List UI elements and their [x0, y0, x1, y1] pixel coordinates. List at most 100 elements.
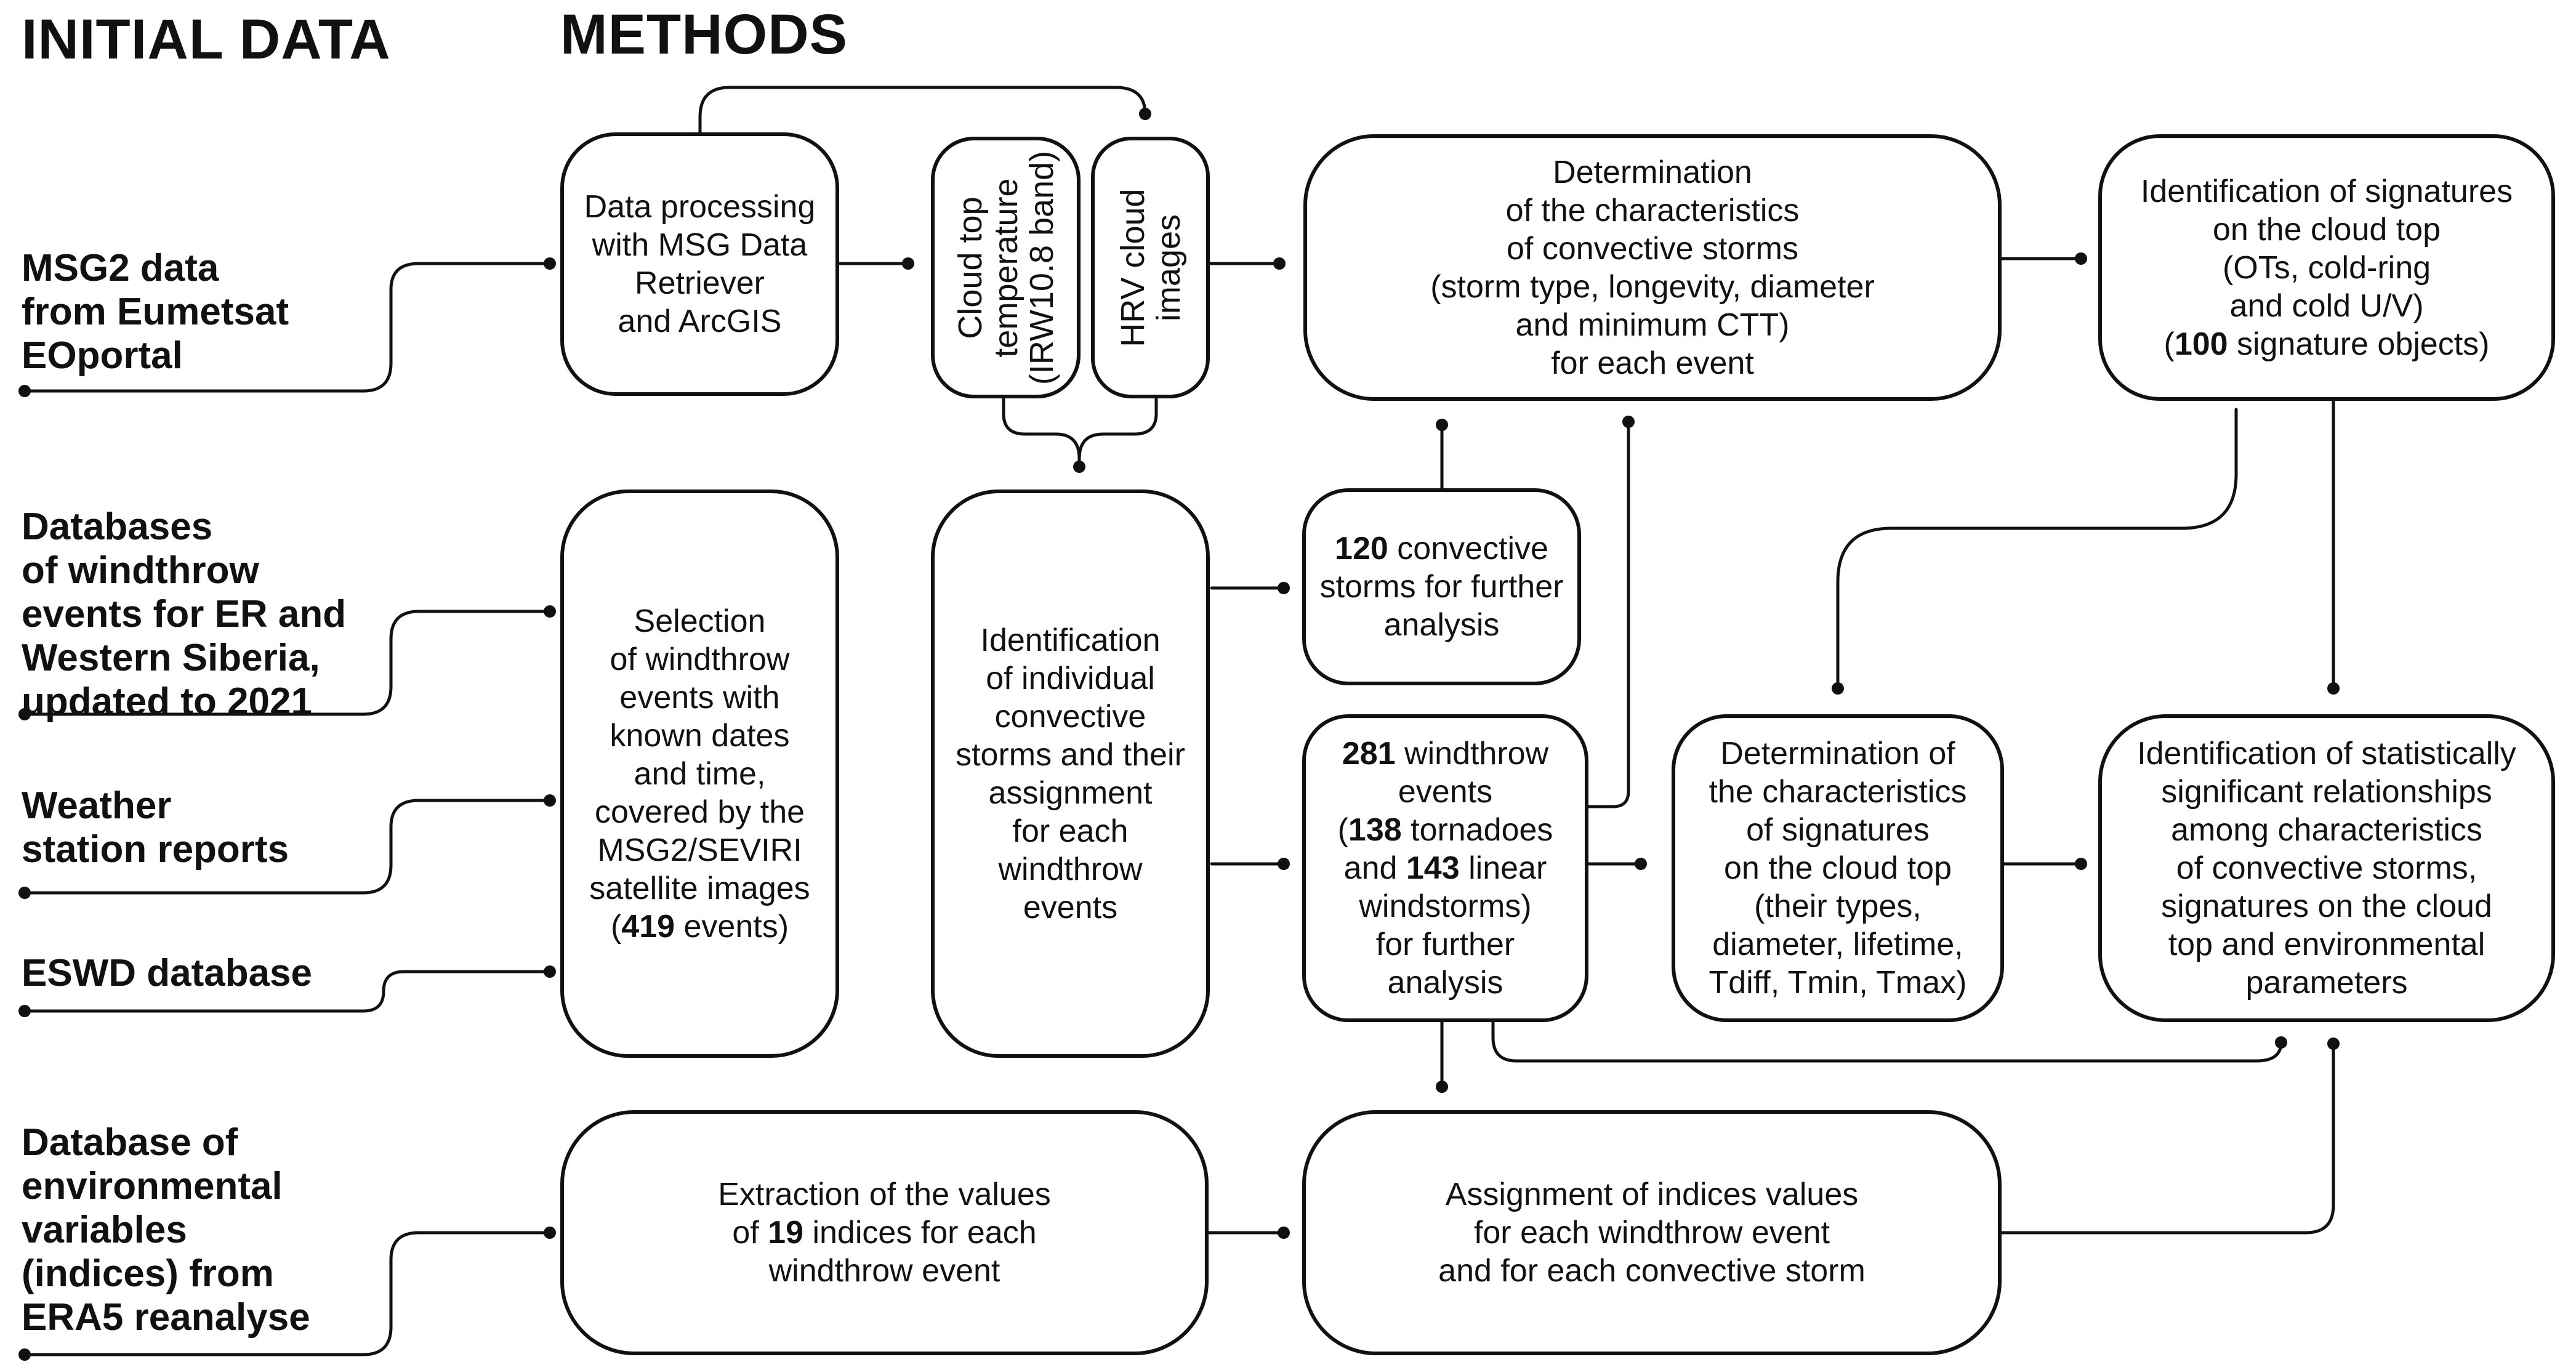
box-line: and 143 linear — [1338, 849, 1553, 887]
selection-event-count: 419 — [621, 908, 675, 945]
box-line: Data processing — [584, 189, 816, 225]
storm-count: 120 — [1335, 531, 1388, 566]
box-line: Determination of — [1720, 736, 1955, 772]
indices-prefix: of — [732, 1215, 768, 1251]
source-weather-line: station reports — [22, 828, 289, 871]
box-line: assignment — [988, 775, 1153, 811]
box-line: known dates — [610, 717, 790, 754]
box-line: HRV cloud — [1114, 188, 1151, 347]
box-line: covered by the — [594, 794, 805, 830]
signature-count-label: signature objects) — [2228, 326, 2490, 362]
box-line: windthrow — [998, 851, 1143, 887]
box-line: on the cloud top — [2212, 211, 2441, 248]
box-line: for each — [1012, 813, 1129, 849]
box-line: and minimum CTT) — [1515, 307, 1790, 343]
box-line: 120 convective — [1320, 530, 1564, 568]
source-databases-line: of windthrow — [22, 549, 259, 592]
source-weather-line: Weather — [22, 784, 172, 827]
box-line: and for each convective storm — [1438, 1253, 1866, 1289]
box-line: for each windthrow event — [1473, 1215, 1830, 1251]
box-line: for further — [1375, 927, 1515, 962]
box-line: Retriever — [635, 265, 765, 301]
box-line: 281 windthrow — [1338, 735, 1553, 773]
box-line: significant relationships — [2161, 774, 2492, 810]
data-processing-box: Data processing with MSG Data Retriever … — [560, 132, 839, 396]
box-line: (419 events) — [610, 908, 789, 945]
windthrow-281-box: 281 windthrow events (138 tornadoes and … — [1302, 714, 1588, 1022]
indices-count: 19 — [768, 1215, 803, 1251]
box-line: (IRW10.8 band) — [1023, 150, 1060, 385]
source-era5-line: (indices) from — [22, 1252, 274, 1295]
box-line: analysis — [1383, 607, 1500, 643]
box-line: of 19 indices for each — [718, 1214, 1051, 1252]
box-line: and cold U/V) — [2229, 288, 2424, 324]
box-line: for each event — [1551, 345, 1754, 381]
source-msg2-line: EOportal — [22, 334, 183, 377]
box-line: of the characteristics — [1505, 192, 1800, 228]
methods-header: METHODS — [560, 3, 848, 66]
box-line: images — [1149, 214, 1187, 321]
box-line: temperature — [987, 177, 1024, 358]
box-line: analysis — [1387, 965, 1503, 1001]
box-line: (OTs, cold-ring — [2222, 249, 2431, 286]
tornado-count-label: tornadoes — [1401, 812, 1553, 848]
box-line: Determination — [1553, 154, 1752, 190]
box-line: top and environmental — [2168, 927, 2485, 962]
box-line: (100 signature objects) — [2163, 326, 2490, 362]
box-line: windstorms) — [1359, 888, 1532, 924]
source-era5: Database of environmental variables (ind… — [22, 1121, 310, 1339]
source-era5-line: Database of — [22, 1121, 238, 1164]
source-databases-line: Databases — [22, 506, 213, 548]
source-databases-line: updated to 2021 — [22, 680, 312, 723]
box-line: windthrow event — [768, 1253, 1000, 1289]
initial-data-header: INITIAL DATA — [22, 8, 391, 71]
storm-count-label: convective — [1388, 531, 1548, 566]
box-line: (their types, — [1754, 888, 1922, 924]
box-line: events with — [619, 679, 780, 715]
source-eswd-line: ESWD database — [22, 952, 313, 994]
hrv-cloud-images-box: HRV cloud images — [1091, 137, 1210, 398]
source-databases: Databases of windthrow events for ER and… — [22, 505, 346, 723]
selection-count-label: events) — [675, 908, 789, 945]
identification-storms-box: Identification of individual convective … — [931, 490, 1210, 1058]
source-databases-line: Western Siberia, — [22, 637, 320, 679]
box-line: of individual — [986, 660, 1155, 696]
windstorm-count: 143 — [1406, 850, 1460, 886]
box-line: the characteristics — [1709, 774, 1967, 810]
source-era5-line: environmental — [22, 1165, 283, 1207]
windstorm-count-label: linear — [1459, 850, 1547, 886]
box-line: of convective storms — [1507, 230, 1798, 267]
identification-relationships-box: Identification of statistically signific… — [2098, 714, 2555, 1022]
box-line: of convective storms, — [2176, 850, 2477, 886]
determination-storms-box: Determination of the characteristics of … — [1303, 134, 2002, 401]
box-line: Selection — [634, 603, 766, 639]
box-line: Tdiff, Tmin, Tmax) — [1709, 965, 1967, 1001]
box-line: events — [1023, 889, 1118, 925]
indices-count-label: indices for each — [803, 1215, 1037, 1251]
box-line: (storm type, longevity, diameter — [1430, 268, 1875, 305]
source-databases-line: events for ER and — [22, 593, 347, 635]
source-era5-line: variables — [22, 1209, 187, 1251]
box-line: Assignment of indices values — [1445, 1177, 1859, 1212]
windstorm-prefix: and — [1343, 850, 1406, 886]
identification-signatures-box: Identification of signatures on the clou… — [2098, 134, 2555, 401]
box-line: (138 tornadoes — [1337, 812, 1553, 848]
source-msg2-line: MSG2 data — [22, 247, 219, 289]
box-line: Identification of statistically — [2137, 736, 2516, 772]
source-era5-line: ERA5 reanalyse — [22, 1296, 310, 1339]
box-line: Cloud top — [951, 196, 989, 339]
box-line: of signatures — [1746, 812, 1930, 848]
box-line: on the cloud top — [1723, 850, 1952, 886]
box-line: diameter, lifetime, — [1712, 927, 1963, 962]
windthrow-count-label: windthrow — [1395, 736, 1549, 772]
box-line: MSG2/SEVIRI — [597, 832, 802, 868]
box-line: of windthrow — [610, 641, 790, 677]
source-msg2: MSG2 data from Eumetsat EOportal — [22, 246, 289, 377]
box-line: storms and their — [956, 736, 1185, 773]
box-line: Identification — [980, 622, 1161, 658]
box-line: Identification of signatures — [2140, 173, 2513, 209]
tornado-count: 138 — [1348, 812, 1402, 848]
box-line: signatures on the cloud — [2161, 888, 2492, 924]
box-line: Extraction of the values — [718, 1177, 1051, 1212]
